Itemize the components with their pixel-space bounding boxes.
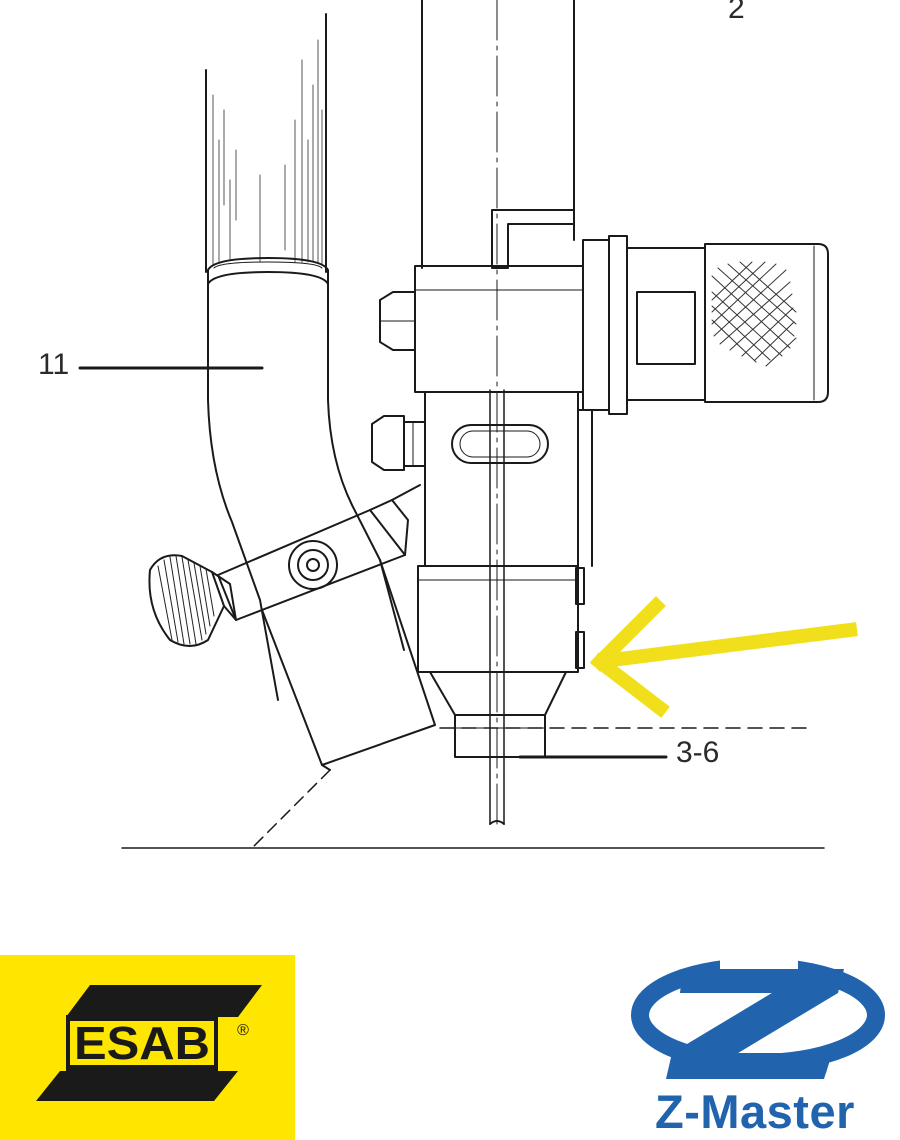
torch-nozzle bbox=[417, 565, 585, 758]
hose-tube-bent bbox=[207, 283, 436, 771]
upper-clamp-block bbox=[379, 265, 584, 393]
vertical-column bbox=[421, 0, 575, 269]
hose-collar bbox=[207, 257, 329, 285]
column-bracket bbox=[491, 209, 575, 269]
clamp-knob bbox=[148, 554, 237, 647]
hose-tube-upper bbox=[205, 13, 327, 273]
side-clamp-bar bbox=[217, 484, 421, 621]
torch-assembly-drawing bbox=[78, 0, 858, 849]
esab-logo-text: ESAB bbox=[74, 1017, 210, 1069]
callout-label-11: 11 bbox=[38, 348, 70, 381]
esab-registered-mark: ® bbox=[237, 1022, 249, 1039]
highlight-arrow-icon bbox=[590, 596, 858, 718]
height-adjust-knob bbox=[582, 235, 829, 415]
callout-label-2: 2 bbox=[728, 0, 745, 25]
angle-line-dashed bbox=[251, 769, 331, 849]
callout-label-3-6: 3-6 bbox=[676, 736, 720, 769]
zmaster-logo-text: Z-Master bbox=[655, 1085, 855, 1138]
torch-body-middle bbox=[371, 391, 593, 567]
zmaster-logo-mark bbox=[631, 955, 885, 1079]
electrode-tip bbox=[489, 820, 505, 825]
esab-logo: ESAB ® bbox=[0, 955, 295, 1140]
